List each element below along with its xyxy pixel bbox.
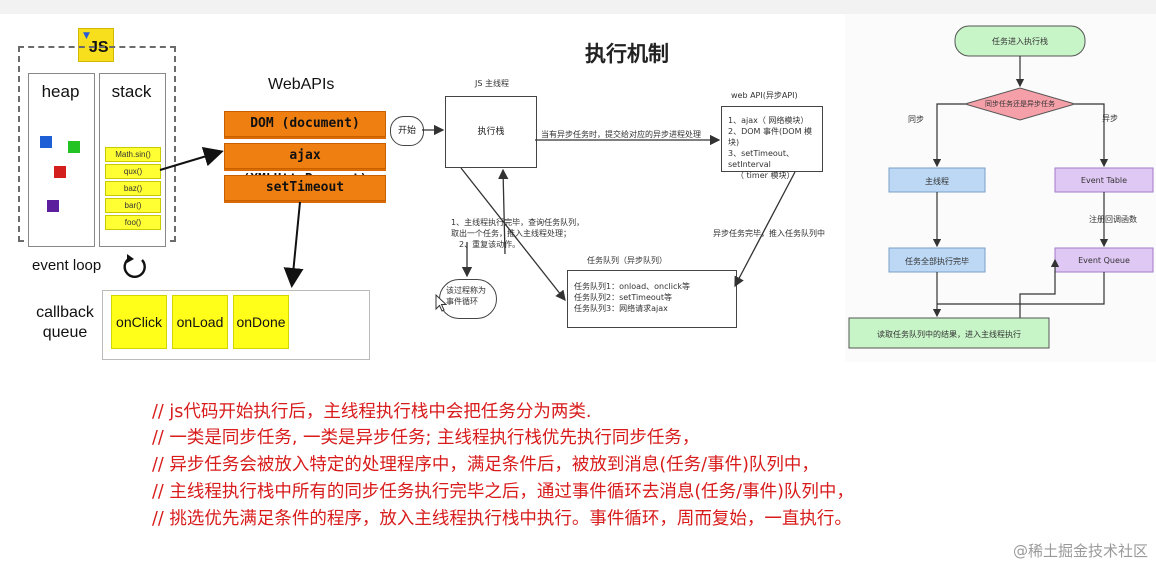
async-label: 异步 (1102, 114, 1118, 123)
webapi-settimeout: setTimeout (224, 175, 386, 201)
exec-stack-box: 执行栈 (445, 96, 537, 168)
stack-frame: bar() (105, 198, 161, 213)
step-line: 1、主线程执行完毕，查询任务队列， (451, 218, 585, 227)
webapis-title: WebAPIs (268, 76, 335, 93)
callback-item-onclick: onClick (111, 295, 167, 349)
flowchart-svg (848, 25, 1154, 349)
webapi-to-queue-arrow (734, 171, 796, 288)
all-done-label: 任务全部执行完毕 (905, 257, 969, 266)
async-done-note: 异步任务完毕，推入任务队列中 (713, 229, 825, 238)
stack-frame: baz() (105, 181, 161, 196)
flowchart-panel: 任务进入执行栈 同步任务还是异步任务 同步 异步 主线程 Event Table… (845, 14, 1156, 362)
js-logo: ▼ JS (78, 28, 114, 62)
start-node-label: 开始 (397, 126, 416, 136)
async-note: 当有异步任务时，提交给对应的异步进程处理 (541, 130, 701, 139)
heap-object (68, 141, 80, 153)
event-loop-panel: ▼ JS heap stack Math.sin() qux() baz() b… (0, 14, 395, 362)
heap-object (40, 136, 52, 148)
event-loop-label: event loop (32, 257, 102, 274)
event-queue-label: Event Queue (1078, 256, 1130, 265)
execution-mechanism-panel: 执行机制 开始 JS 主线程 执行栈 当有异步任务时，提交给对应的异步进程处理 … (390, 14, 845, 362)
final-node (848, 317, 1050, 349)
start-node-label: 任务进入执行栈 (992, 37, 1048, 46)
step-line: 取出一个任务，推入主线程处理； (451, 229, 571, 238)
callback-item-ondone: onDone (233, 295, 289, 349)
queue-item: 任务队列3：网络请求ajax (574, 304, 668, 313)
steps-note: 1、主线程执行完毕，查询任务队列， 取出一个任务，推入主线程处理； 2、重复该动… (451, 217, 584, 250)
stack-label: stack (111, 82, 152, 101)
final-label: 读取任务队列中的结果，进入主线程执行 (877, 330, 1021, 339)
event-loop-node-label: 该过程称为事件循环 (446, 286, 486, 306)
stack-to-webapi-arrow (159, 147, 224, 171)
register-label: 注册回调函数 (1089, 215, 1137, 224)
comment-line: // 异步任务会被放入特定的处理程序中，满足条件后，被放到消息(任务/事件)队列… (152, 455, 819, 475)
webapi-to-queue-arrow (283, 201, 304, 288)
panel2-arrows (422, 124, 796, 302)
task-queue-box: 任务队列1：onload、onclick等 任务队列2：setTimeout等 … (567, 270, 737, 328)
heap-object (47, 200, 59, 212)
queue-to-final-arrow (937, 272, 1105, 305)
webapi-item: 1、ajax（ 网络模块） (728, 116, 809, 125)
js-shield-icon: ▼ (83, 31, 90, 41)
main-thread-label: 主线程 (925, 177, 949, 186)
event-table-node (1054, 167, 1154, 193)
final-loop-arrow (1019, 258, 1060, 320)
webapi-title: web API(异步API) (731, 91, 798, 100)
stack-frame: Math.sin() (105, 147, 161, 162)
queue-title: 任务队列（异步队列） (587, 256, 667, 265)
stack-frame: foo() (105, 215, 161, 230)
all-done-node (888, 247, 986, 273)
stack-frame: qux() (105, 164, 161, 179)
webapi-item: （ timer 模块） (736, 171, 795, 180)
webapi-box: 1、ajax（ 网络模块） 2、DOM 事件(DOM 模块) 3、setTime… (721, 106, 823, 180)
callback-item-onload: onLoad (172, 295, 228, 349)
main-thread-label: JS 主线程 (475, 79, 509, 88)
comment-line: // js代码开始执行后，主线程执行栈中会把任务分为两类. (152, 402, 592, 422)
exec-stack-label: 执行栈 (477, 127, 505, 137)
panel1-arrows (159, 147, 304, 288)
heap-column (28, 73, 95, 247)
sync-branch-arrow (932, 103, 965, 168)
event-loop-node: 该过程称为事件循环 (439, 279, 497, 319)
heap-label: heap (41, 82, 80, 101)
comment-line: // 一类是同步任务, 一类是异步任务; 主线程执行栈优先执行同步任务， (152, 428, 700, 448)
comment-line: // 主线程执行栈中所有的同步任务执行完毕之后，通过事件循环去消息(任务/事件)… (152, 482, 854, 502)
watermark: @稀土掘金技术社区 (1012, 542, 1148, 560)
decision-label: 同步任务还是异步任务 (985, 100, 1055, 108)
event-table-label: Event Table (1080, 176, 1128, 185)
queue-to-stack-arrow (498, 168, 509, 255)
stack-to-queue-arrow (460, 167, 566, 302)
panel2-title: 执行机制 (585, 42, 669, 66)
js-runtime-box (18, 46, 176, 242)
queue-item: 任务队列2：setTimeout等 (574, 293, 672, 302)
webapi-dom: DOM (document) (224, 111, 386, 137)
heap-object (54, 166, 66, 178)
webapi-item: 3、setTimeout、setInterval (728, 149, 794, 169)
mouse-cursor-icon (435, 294, 447, 312)
comment-line: // 挑选优先满足条件的程序，放入主线程执行栈中执行。事件循环，周而复始，一直执… (152, 509, 852, 529)
refresh-loop-icon (123, 254, 146, 279)
callback-queue-label: callback queue (22, 303, 108, 343)
start-node: 开始 (390, 116, 424, 146)
queue-item: 任务队列1：onload、onclick等 (574, 282, 690, 291)
sync-label: 同步 (908, 115, 924, 124)
step-line: 2、重复该动作。 (459, 240, 521, 249)
callback-label-line: callback queue (36, 304, 94, 341)
top-band (0, 0, 1156, 14)
async-branch-arrow (1075, 103, 1109, 168)
main-thread-node (888, 167, 986, 193)
webapi-item: 2、DOM 事件(DOM 模块) (728, 127, 813, 147)
